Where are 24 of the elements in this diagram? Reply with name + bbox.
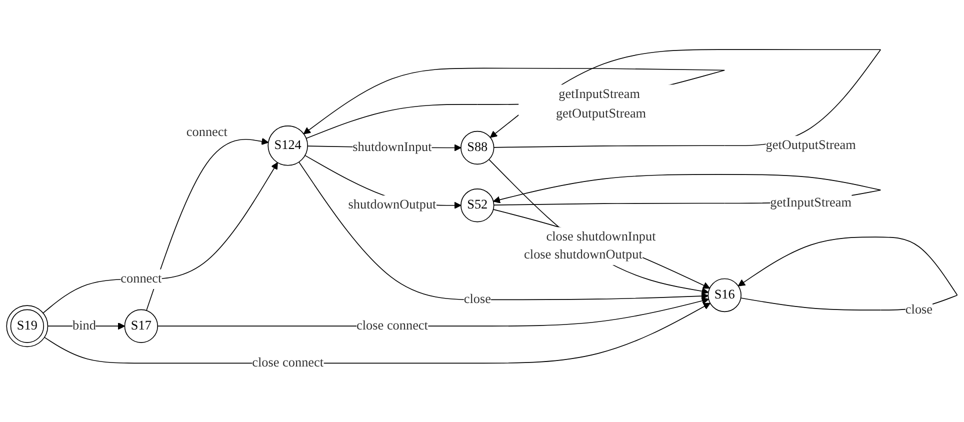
arrow: [42, 162, 278, 314]
node-circle: S88: [460, 130, 494, 164]
node-circle: S19: [6, 304, 48, 347]
edge-label: close: [905, 302, 933, 316]
edge-label: close shutdownOutput: [524, 248, 642, 262]
node-circle: S16: [708, 278, 742, 312]
edge-label: connect: [186, 124, 228, 139]
edge-label: shutdownInput: [352, 140, 432, 154]
arrow: [146, 138, 269, 311]
edge-label: getOutputStream: [766, 138, 856, 152]
edge-label: close: [464, 292, 491, 306]
edge-label: getInputStream getOutputStream: [556, 86, 646, 121]
edge-label: connect: [120, 271, 162, 286]
edge-label: close connect: [252, 355, 324, 370]
arrow: [44, 302, 711, 364]
edge-label: shutdownOutput: [348, 198, 436, 212]
arrow: [298, 161, 708, 300]
node-circle: S17: [124, 308, 158, 343]
node-circle: S52: [460, 188, 494, 222]
edge-label: close shutdownInput: [546, 229, 656, 244]
node-circle: S124: [268, 125, 308, 166]
edge-label: close connect: [356, 318, 428, 332]
edge-label: getInputStream: [770, 196, 852, 210]
edge-label: bind: [72, 318, 96, 332]
